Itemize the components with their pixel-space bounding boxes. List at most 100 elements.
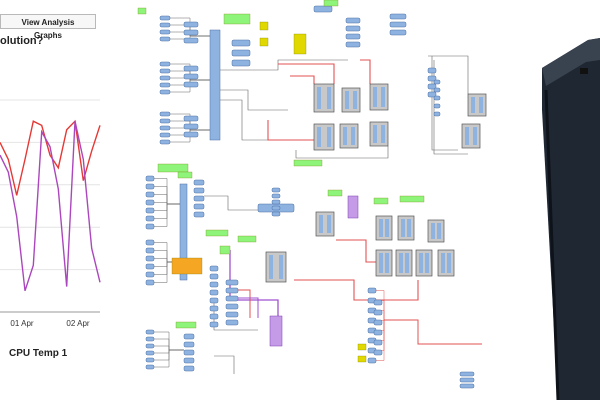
logic-block [459,377,475,383]
process-block [397,215,415,241]
label-tag [293,33,307,55]
process-block-port [319,215,323,233]
logic-block [373,319,383,326]
wire [220,59,348,71]
input-block [433,103,441,109]
process-block-port [437,223,441,239]
label-tag [327,189,343,197]
process-block-port [317,87,321,109]
purple-block [347,195,359,219]
wire [294,279,376,301]
x-tick-label: 01 Apr [10,319,33,328]
label-tag [157,163,189,173]
process-block-port [447,253,451,273]
process-block-port [327,87,331,109]
process-block-port [441,253,445,273]
wire [267,120,314,141]
process-block-port [401,219,405,237]
process-block-port [379,219,383,237]
label-tag [171,257,203,275]
process-block [437,249,455,277]
process-block-port [431,223,435,239]
input-block [433,79,441,85]
input-block [145,247,155,254]
wire [154,345,184,351]
process-block-port [373,87,377,107]
process-block [369,83,389,111]
input-block [427,67,437,74]
process-block-port [345,91,349,109]
wire [428,55,469,94]
label-tag [293,159,323,167]
logic-block [225,303,239,310]
process-block [375,249,393,277]
wire [220,99,328,141]
input-block [159,111,171,117]
server-case-body [542,38,600,400]
input-block [209,273,219,280]
input-block [159,68,171,74]
logic-block [373,339,383,346]
process-block-port [381,125,385,143]
label-tag [399,195,425,203]
logic-block [183,357,195,364]
wire [220,89,288,111]
process-block-port [425,253,429,273]
label-tag [259,21,269,31]
wire [376,280,419,301]
input-block [145,183,155,190]
top-block [313,5,333,13]
input-block [209,265,219,272]
input-block [145,364,155,370]
process-block-port [399,253,403,273]
purple-block [269,315,283,347]
wire [229,250,279,330]
server-case-photo [542,38,600,400]
process-block [375,215,393,241]
wire [376,319,392,361]
input-block [145,255,155,262]
input-block [159,61,171,67]
logic-block [193,195,205,202]
logic-block [345,33,361,40]
input-block [427,83,437,90]
logic-block [225,295,239,302]
process-block-port [471,97,475,113]
logic-block [459,383,475,389]
logic-block [231,49,251,57]
wire [154,203,180,227]
logic-block [271,199,281,205]
logic-block [345,25,361,32]
label-tag [259,37,269,47]
input-block [209,289,219,296]
input-block [209,281,219,288]
input-block [145,279,155,286]
wire [278,63,335,84]
process-block [467,93,487,117]
input-block [145,271,155,278]
process-block [415,249,433,277]
input-block [159,36,171,42]
process-block [369,121,389,147]
view-analysis-graphs-button[interactable]: View Analysis Graphs [0,14,96,40]
process-block-port [407,219,411,237]
wire [214,355,235,374]
input-block [145,199,155,206]
label-tag [205,229,229,237]
logic-block [183,333,195,340]
process-block-port [405,253,409,273]
wire [336,239,376,263]
input-block [145,207,155,214]
process-block [427,219,445,243]
input-block [209,313,219,320]
input-block [145,263,155,270]
logic-block [193,203,205,210]
logic-block [183,341,195,348]
logic-block [345,17,361,24]
wire [290,75,315,84]
input-block [433,95,441,101]
logic-block [193,179,205,186]
process-block-port [279,255,283,279]
